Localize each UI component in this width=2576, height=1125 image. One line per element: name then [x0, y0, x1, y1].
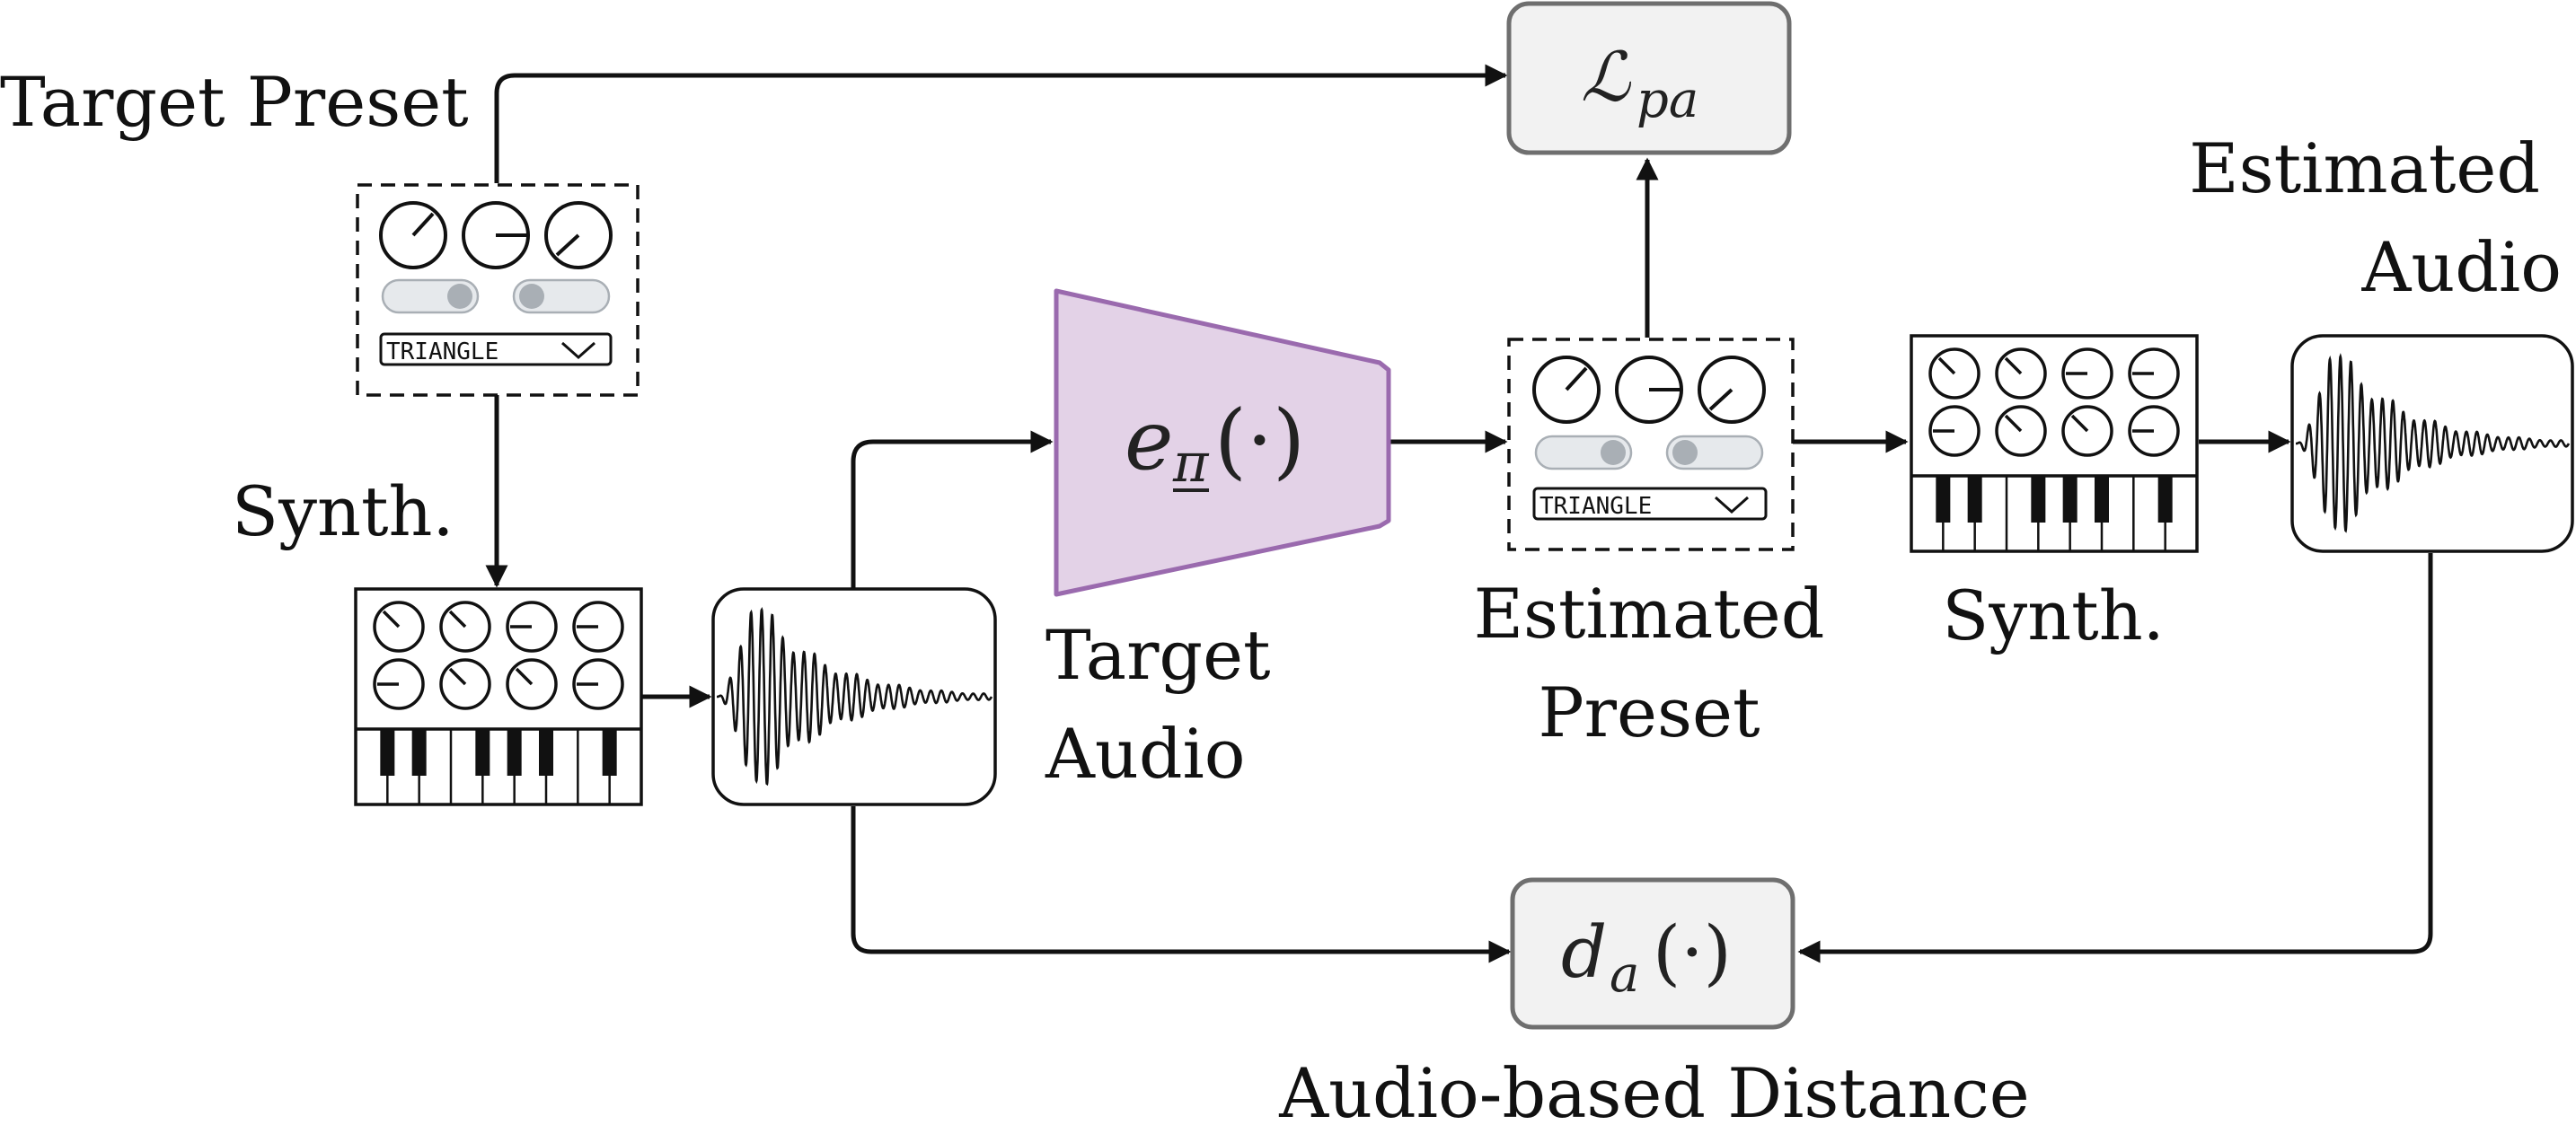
knob-icon [1995, 405, 2047, 457]
synth-knobs [373, 601, 624, 710]
encoder-subscript: π [1172, 432, 1210, 495]
knob-icon [506, 601, 558, 653]
label-synth-left: Synth. [232, 471, 454, 551]
waveform-icon [717, 606, 993, 787]
label-target-audio-line1: Target [1045, 615, 1271, 695]
knob-icon [1698, 356, 1766, 424]
knob-icon [1928, 347, 1981, 400]
connectors [485, 64, 2433, 963]
waveform-dropdown: TRIANGLE [379, 332, 613, 366]
knob-icon [544, 201, 613, 269]
knob-icon [572, 601, 624, 653]
toggle-switch-icon [512, 278, 611, 314]
arrow-target-preset-to-loss [494, 64, 1508, 183]
synthesizer-icon [1910, 334, 2199, 553]
waveform-icon [2296, 353, 2571, 533]
synth-keys [1936, 476, 2173, 551]
knob-icon [1995, 347, 2047, 400]
distance-symbol: d [1561, 910, 1607, 994]
knob-icon [1928, 405, 1981, 457]
dropdown-value: TRIANGLE [386, 338, 498, 365]
knob-icon [2061, 405, 2113, 457]
toggle-switch-icon [1665, 435, 1764, 470]
label-synth-right: Synth. [1942, 576, 2165, 655]
knob-icon [373, 658, 425, 710]
synth-keys [380, 729, 617, 804]
arrow-estimated-audio-to-distance [1797, 553, 2433, 963]
chevron-down-icon [561, 341, 595, 360]
synthesizer-icon [354, 587, 643, 806]
knob-icon [462, 201, 530, 269]
knob-icon [506, 658, 558, 710]
label-estimated-preset-line1: Estimated [1474, 574, 1825, 654]
knob-icon [1615, 356, 1683, 424]
knob-icon [439, 601, 491, 653]
encoder-symbol: e [1125, 392, 1173, 488]
toggle-switch-icon [1534, 435, 1633, 470]
knob-icon [2061, 347, 2113, 400]
chevron-down-icon [1715, 496, 1749, 514]
encoder-block: e π (·) [1054, 288, 1391, 597]
knob-icon [1532, 356, 1601, 424]
arrow-target-audio-to-distance [851, 806, 1512, 963]
label-estimated-preset-line2: Preset [1539, 672, 1760, 752]
label-audio-distance: Audio-based Distance [1278, 1053, 2030, 1125]
loss-box: ℒ pa [1506, 1, 1792, 155]
synth-knobs [1928, 347, 2180, 457]
toggle-switch-icon [381, 278, 480, 314]
knob-icon [2128, 405, 2180, 457]
distance-subscript: a [1610, 945, 1639, 1004]
knob-icon [373, 601, 425, 653]
label-estimated-audio-line2: Audio [2360, 227, 2562, 307]
knob-icon [572, 658, 624, 710]
loss-subscript: pa [1636, 71, 1698, 129]
dropdown-value: TRIANGLE [1539, 493, 1652, 520]
target-audio-waveform [711, 587, 997, 806]
waveform-dropdown: TRIANGLE [1532, 487, 1768, 521]
label-target-audio-line2: Audio [1045, 714, 1246, 794]
loss-symbol: ℒ [1581, 37, 1632, 117]
label-estimated-audio-line1: Estimated [2189, 128, 2540, 208]
distance-box: d a (·) [1510, 877, 1795, 1030]
knob-icon [439, 658, 491, 710]
estimated-preset-panel: TRIANGLE [1507, 338, 1795, 551]
arrow-target-audio-to-encoder [851, 430, 1054, 589]
encoder-args: (·) [1214, 392, 1305, 488]
label-target-preset: Target Preset [0, 62, 469, 142]
knob-icon [2128, 347, 2180, 400]
knob-icon [379, 201, 447, 269]
target-preset-panel: TRIANGLE [356, 183, 640, 397]
distance-args: (·) [1653, 910, 1732, 994]
estimated-audio-waveform [2290, 334, 2574, 553]
